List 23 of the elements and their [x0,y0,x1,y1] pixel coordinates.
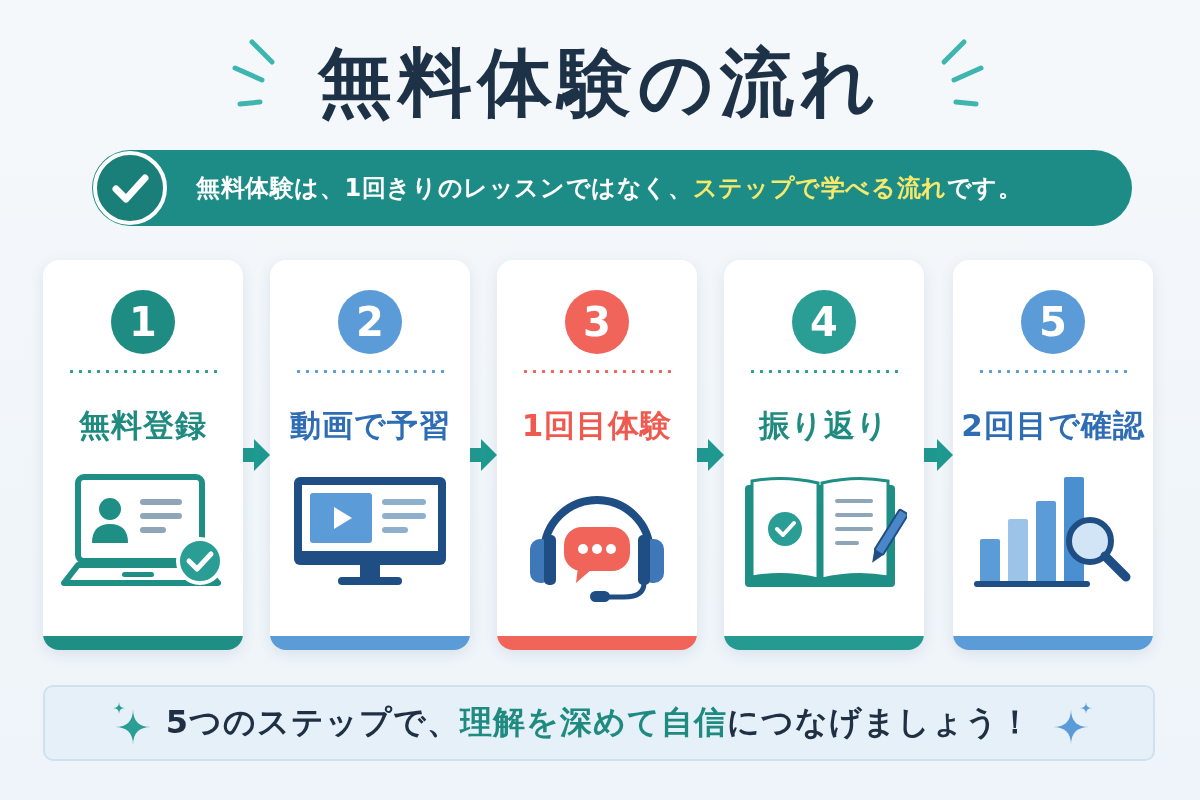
step-card [43,260,243,650]
step-title: 無料登録 [79,406,207,445]
step-card [497,260,697,650]
step-number-badge: 1 [111,290,175,354]
step-number-badge: 2 [338,290,402,354]
flow-arrow [243,439,270,471]
flow-arrow [697,439,724,471]
step-title: 2回目で確認 [961,406,1145,445]
step-number-badge: 5 [1021,290,1085,354]
step-title: 1回目体験 [521,406,673,445]
diagram-title: 無料体験の流れ [318,38,882,127]
step-card [724,260,924,650]
step-title: 振り返り [759,406,889,445]
step-number-badge: 4 [792,290,856,354]
step-number-badge: 3 [565,290,629,354]
flow-arrow [470,439,497,471]
step-card [953,260,1153,650]
step-card [270,260,470,650]
message-banner [43,685,1155,761]
banner-text: 無料体験は、1回きりのレッスンではなく、ステップで学べる流れです。 [196,173,1023,204]
message-text: 5つのステップで、理解を深めて自信につなげましょう！ [165,702,1033,743]
step-title: 動画で予習 [289,406,451,445]
flow-arrow [924,439,953,471]
